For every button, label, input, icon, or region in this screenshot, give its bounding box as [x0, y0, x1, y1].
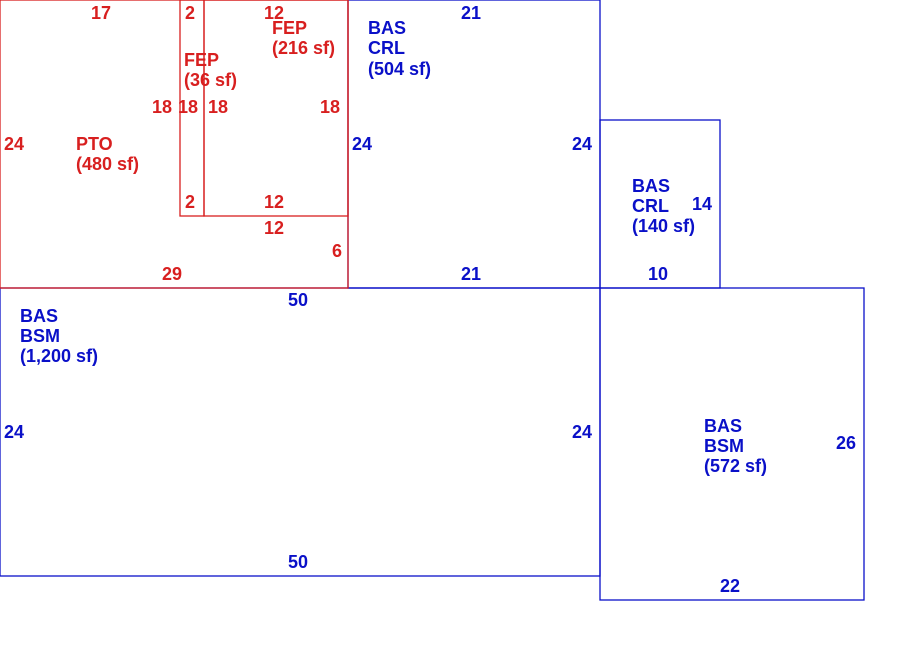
dim-fep-large-bottom: 12 [264, 192, 284, 212]
dim-crl-main-bottom: 21 [461, 264, 481, 284]
dim-bsm-side-bottom: 22 [720, 576, 740, 596]
dim-crl-main-right: 24 [572, 134, 592, 154]
dim-bsm-main-bottom: 50 [288, 552, 308, 572]
dim-bsm-main-left: 24 [4, 422, 24, 442]
svg-text:PTO: PTO [76, 134, 113, 154]
svg-text:(140 sf): (140 sf) [632, 216, 695, 236]
dim-crl-main-top: 21 [461, 3, 481, 23]
fep-large-outline [203, 0, 349, 217]
dim-bsm-side-right: 26 [836, 433, 856, 453]
dim-bsm-main-top: 50 [288, 290, 308, 310]
bas-crl-small-label: BAS CRL (140 sf) [632, 176, 695, 236]
svg-text:FEP: FEP [184, 50, 219, 70]
dim-pto-notch-top: 12 [264, 218, 284, 238]
dim-fep-large-left: 18 [208, 97, 228, 117]
dim-crl-small-bottom: 10 [648, 264, 668, 284]
svg-text:BAS: BAS [632, 176, 670, 196]
dim-crl-small-right: 14 [692, 194, 712, 214]
bas-bsm-side-outline [599, 287, 865, 601]
dim-fep-small-top: 2 [185, 3, 195, 23]
svg-text:CRL: CRL [632, 196, 669, 216]
dim-crl-main-left: 24 [352, 134, 372, 154]
dim-bsm-main-right: 24 [572, 422, 592, 442]
dim-fep-large-right: 18 [320, 97, 340, 117]
svg-text:FEP: FEP [272, 18, 307, 38]
svg-text:BSM: BSM [20, 326, 60, 346]
svg-text:(1,200 sf): (1,200 sf) [20, 346, 98, 366]
svg-text:BAS: BAS [704, 416, 742, 436]
dim-pto-top: 17 [91, 3, 111, 23]
bas-bsm-main-label: BAS BSM (1,200 sf) [20, 306, 98, 366]
fep-small-label: FEP (36 sf) [184, 50, 237, 90]
bas-bsm-main-outline [0, 287, 601, 577]
dim-pto-bottom: 29 [162, 264, 182, 284]
svg-text:(504 sf): (504 sf) [368, 59, 431, 79]
dim-fep-small-left: 18 [152, 97, 172, 117]
bas-crl-main-label: BAS CRL (504 sf) [368, 18, 431, 79]
svg-text:(36 sf): (36 sf) [184, 70, 237, 90]
dim-fep-small-right: 18 [178, 97, 198, 117]
fep-large-label: FEP (216 sf) [272, 18, 335, 58]
svg-text:CRL: CRL [368, 38, 405, 58]
svg-text:(216 sf): (216 sf) [272, 38, 335, 58]
svg-text:(572 sf): (572 sf) [704, 456, 767, 476]
svg-text:(480 sf): (480 sf) [76, 154, 139, 174]
svg-text:BAS: BAS [20, 306, 58, 326]
dim-pto-notch-right: 6 [332, 241, 342, 261]
dim-fep-large-top: 12 [264, 3, 284, 23]
dim-pto-left: 24 [4, 134, 24, 154]
svg-text:BAS: BAS [368, 18, 406, 38]
bas-bsm-side-label: BAS BSM (572 sf) [704, 416, 767, 476]
pto-label: PTO (480 sf) [76, 134, 139, 174]
svg-text:BSM: BSM [704, 436, 744, 456]
dim-fep-small-bottom: 2 [185, 192, 195, 212]
